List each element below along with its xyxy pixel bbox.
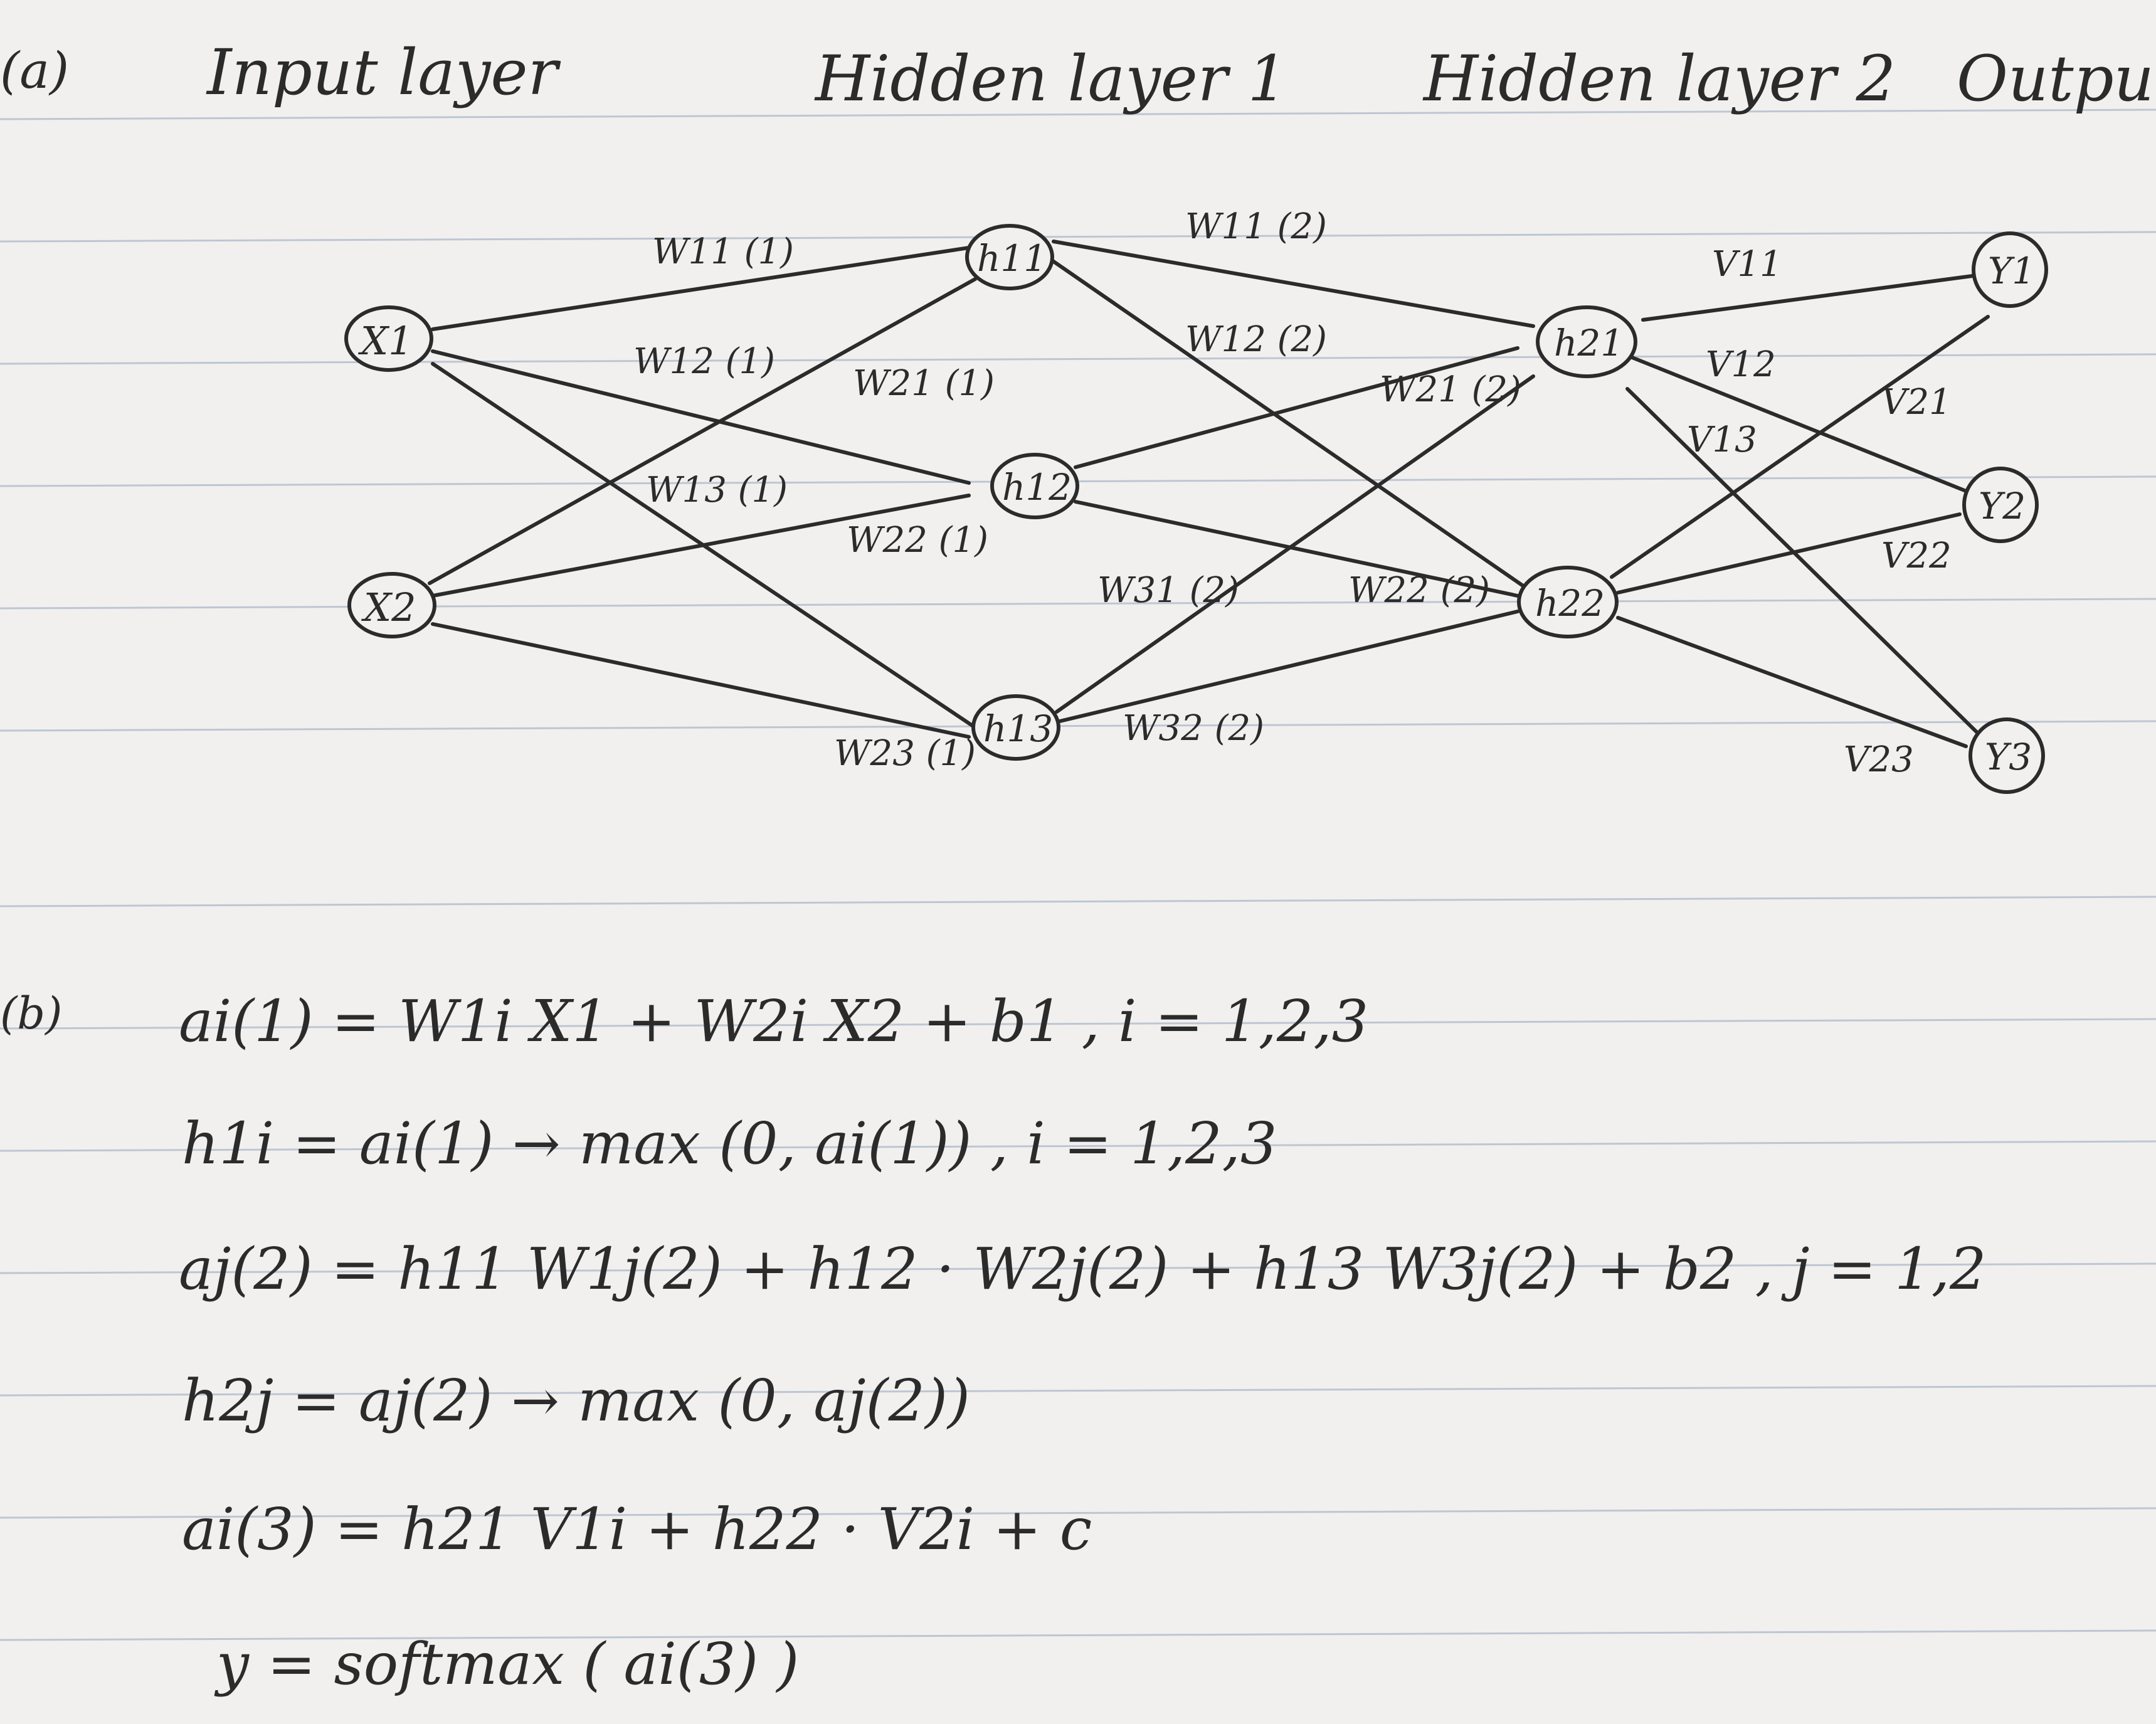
label-w12-1: W12 (1) (633, 341, 775, 382)
label-w12-2: W12 (2) (1185, 319, 1327, 360)
svg-text:X2: X2 (361, 584, 416, 630)
label-w11-2: W11 (2) (1185, 206, 1327, 247)
svg-text:h22: h22 (1535, 582, 1605, 625)
svg-text:Y3: Y3 (1985, 736, 2032, 778)
label-v11: V11 (1712, 244, 1782, 285)
layer-title-input: Input layer (206, 36, 561, 109)
network-nodes: X1 X2 h11 h12 h13 h21 h22 Y1 Y2 Y3 (344, 224, 2048, 794)
edge-h22-y1 (1610, 315, 1990, 579)
edge-x2-h11 (428, 277, 977, 585)
label-v13: V13 (1687, 420, 1757, 460)
edge-h22-y2 (1616, 512, 1962, 595)
edge-h21-y3 (1625, 387, 1987, 742)
equation-line-5: ai(3) = h21 V1i + h22 · V2i + c (182, 1496, 1092, 1563)
node-h22: h22 (1517, 566, 1619, 638)
edge-h22-y3 (1616, 616, 1968, 748)
edge-x1-h11 (431, 246, 971, 331)
svg-text:h11: h11 (977, 237, 1047, 280)
node-y3: Y3 (1968, 717, 2045, 794)
part-a-label: (a) (0, 41, 69, 100)
label-v23: V23 (1844, 739, 1914, 780)
label-w13-1: W13 (1) (646, 470, 788, 510)
label-w22-1: W22 (1) (847, 520, 988, 561)
equation-line-3: aj(2) = h11 W1j(2) + h12 · W2j(2) + h13 … (179, 1235, 1987, 1303)
equations: ai(1) = W1i X1 + W2i X2 + b1 , i = 1,2,3… (179, 988, 1987, 1698)
label-w21-2: W21 (2) (1380, 369, 1521, 410)
label-w11-1: W11 (1) (652, 231, 794, 272)
equation-line-6: y = softmax ( ai(3) ) (214, 1631, 799, 1698)
edge-h21-y2 (1622, 352, 1971, 494)
svg-text:h21: h21 (1554, 322, 1624, 364)
edge-h11-h21 (1052, 240, 1535, 328)
layer-title-hidden2: Hidden layer 2 (1422, 42, 1896, 115)
label-v12: V12 (1706, 344, 1776, 385)
layer-title-hidden1: Hidden layer 1 (814, 42, 1287, 115)
edge-h21-y1 (1641, 274, 1974, 322)
svg-text:X1: X1 (358, 318, 413, 364)
label-w31-2: W31 (2) (1097, 570, 1239, 611)
edge-x2-h13 (431, 622, 971, 739)
node-y2: Y2 (1962, 467, 2039, 543)
svg-text:h12: h12 (1002, 466, 1072, 509)
edge-x2-h12 (431, 494, 971, 598)
label-v22: V22 (1881, 536, 1952, 576)
equation-line-1: ai(1) = W1i X1 + W2i X2 + b1 , i = 1,2,3 (179, 988, 1368, 1055)
part-b-label: (b) (0, 988, 62, 1039)
equation-line-2: h1i = ai(1) → max (0, ai(1)) , i = 1,2,3 (182, 1110, 1277, 1177)
label-w23-1: W23 (1) (834, 733, 976, 774)
edge-h13-h22 (1058, 610, 1519, 723)
svg-text:Y1: Y1 (1988, 250, 2035, 292)
edge-h12-h21 (1074, 346, 1519, 469)
edge-h11-h22 (1045, 255, 1526, 588)
node-h12: h12 (990, 453, 1079, 519)
svg-text:Y2: Y2 (1979, 485, 2026, 527)
label-w22-2: W22 (2) (1348, 570, 1490, 611)
layer-title-output: Output (1957, 42, 2156, 115)
label-w21-1: W21 (1) (853, 363, 995, 404)
node-y1: Y1 (1972, 231, 2048, 308)
node-x2: X2 (347, 572, 436, 638)
edge-h12-h22 (1074, 500, 1519, 598)
node-h11: h11 (965, 224, 1054, 290)
network-edges (428, 240, 1990, 748)
edge-h13-h21 (1055, 374, 1535, 714)
edge-x1-h12 (431, 349, 971, 485)
label-w32-2: W32 (2) (1123, 708, 1264, 749)
svg-text:h13: h13 (983, 707, 1053, 750)
node-x1: X1 (344, 305, 433, 372)
weight-labels: W11 (1) W12 (1) W21 (1) W13 (1) W22 (1) … (633, 206, 1952, 780)
node-h13: h13 (971, 694, 1060, 761)
node-h21: h21 (1536, 305, 1637, 378)
equation-line-4: h2j = aj(2) → max (0, aj(2)) (182, 1367, 970, 1434)
label-v21: V21 (1881, 382, 1952, 423)
